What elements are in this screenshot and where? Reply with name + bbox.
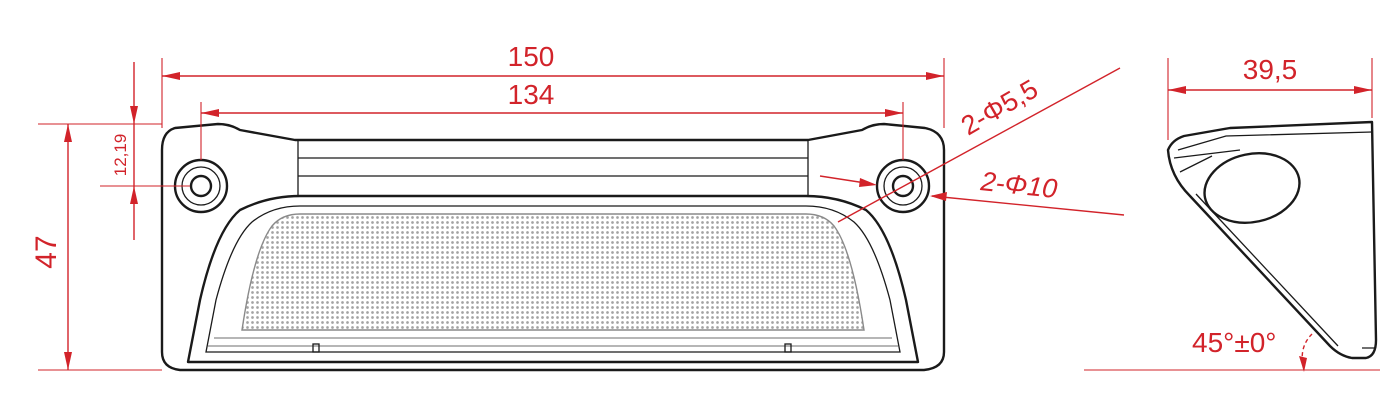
small-hole-label: 2-Φ5,5 xyxy=(956,74,1043,142)
angle-label: 45°±0° xyxy=(1192,327,1276,358)
front-view-clip-right xyxy=(784,343,792,353)
front-view-lens-frame xyxy=(186,194,920,364)
front-view-housing xyxy=(160,122,946,372)
leader-small-hole xyxy=(837,67,1121,223)
hole-offset-label: 12,19 xyxy=(111,134,130,177)
right-mount-hole-inner xyxy=(891,174,915,198)
height-label: 47 xyxy=(30,235,63,268)
front-view xyxy=(160,122,946,372)
large-hole-label: 2-Φ10 xyxy=(978,166,1058,204)
leader-large-hole-right xyxy=(931,195,1125,216)
front-view-top-band xyxy=(297,140,809,197)
side-view-lens xyxy=(1203,152,1301,224)
side-dimensions: 39,5 45°±0° xyxy=(1084,54,1380,372)
right-mount-hole-ring xyxy=(883,166,923,206)
left-mount-hole-inner xyxy=(189,174,213,198)
front-view-lens-frame-inner xyxy=(205,205,901,353)
overall-width-label: 150 xyxy=(508,41,555,72)
depth-label: 39,5 xyxy=(1243,54,1298,85)
side-view-lens-edge xyxy=(1195,193,1376,349)
front-view-clip-left xyxy=(312,343,320,353)
side-view-bevel xyxy=(1173,131,1373,173)
hole-spacing-label: 134 xyxy=(508,79,555,110)
side-view xyxy=(1166,120,1378,360)
front-view-lens-mesh xyxy=(241,213,865,331)
front-view-lens-lower-band xyxy=(208,337,898,347)
side-view-housing xyxy=(1166,120,1378,360)
